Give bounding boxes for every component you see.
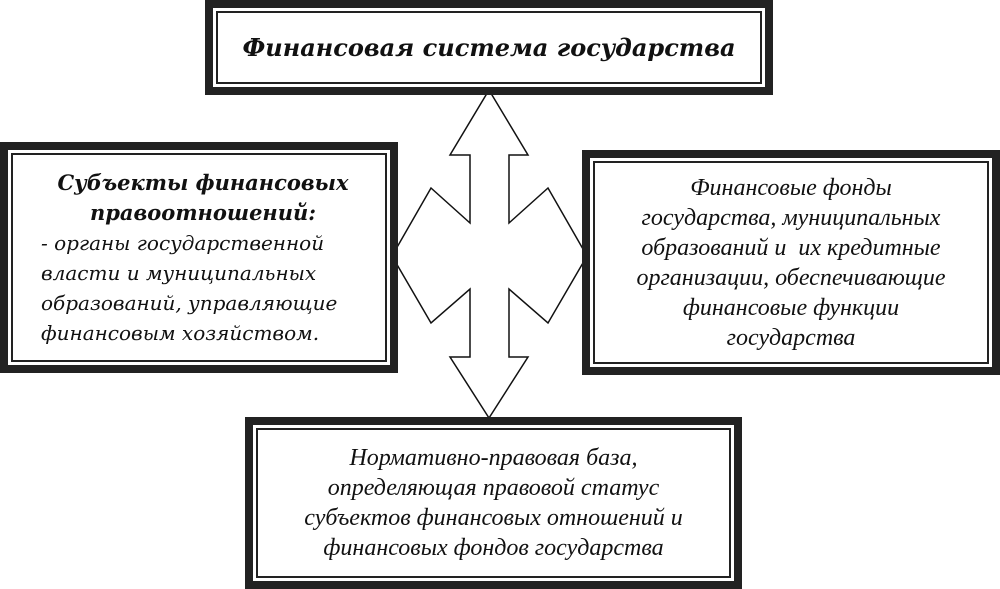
legal-line: Нормативно-правовая база, <box>349 445 638 471</box>
legal-basis-box: Нормативно-правовая база, определяющая п… <box>245 417 742 589</box>
four-way-arrow-shape <box>391 88 588 420</box>
diagram-title: Финансовая система государства <box>242 33 736 62</box>
funds-line: финансовые функции <box>682 294 900 321</box>
subjects-line: финансовым хозяйством. <box>41 320 320 345</box>
legal-line: финансовых фондов государства <box>323 535 664 561</box>
funds-line: образований и их кредитные <box>641 234 941 261</box>
financial-funds-box: Финансовые фонды государства, муниципаль… <box>582 150 1000 375</box>
subjects-heading-1: Субъекты финансовых <box>57 169 349 195</box>
subjects-heading-2: правоотношений: <box>89 199 317 225</box>
funds-line: Финансовые фонды <box>690 174 892 201</box>
funds-line: государства, муниципальных <box>641 204 941 231</box>
funds-line: государства <box>726 324 856 351</box>
financial-system-box: Финансовая система государства <box>205 0 773 95</box>
legal-line: определяющая правовой статус <box>327 475 660 501</box>
subjects-line: образований, управляющие <box>41 290 338 315</box>
funds-line: организации, обеспечивающие <box>636 264 946 291</box>
subjects-box: Субъекты финансовых правоотношений: - ор… <box>0 142 398 373</box>
subjects-line: - органы государственной <box>41 230 325 255</box>
legal-line: субъектов финансовых отношений и <box>304 505 683 531</box>
subjects-line: власти и муниципальных <box>41 260 317 285</box>
